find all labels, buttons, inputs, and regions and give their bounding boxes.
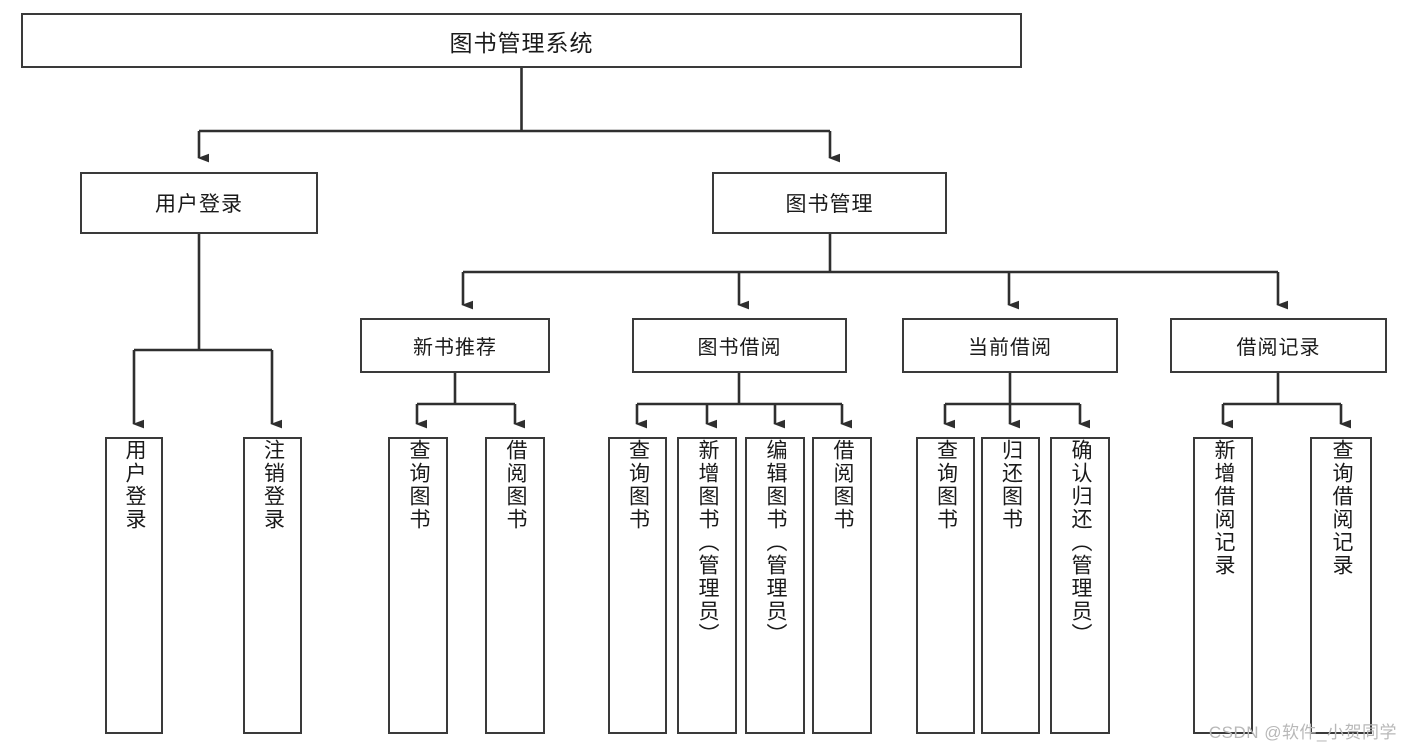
node-root-label: 图书管理系统 [449,29,594,56]
node-query-book-current-label: 查询图书 [934,439,958,531]
node-borrow-book[interactable]: 借阅图书 [812,437,872,734]
node-query-book-borrow-label: 查询图书 [626,439,650,531]
node-book-borrow[interactable]: 图书借阅 [632,318,847,373]
node-user-login-leaf-label: 用户登录 [123,439,147,531]
node-return-book-label: 归还图书 [999,439,1023,531]
node-add-book-admin[interactable]: 新增图书（管理员） [677,437,737,734]
node-query-book-rec[interactable]: 查询图书 [388,437,448,734]
node-book-manage-label: 图书管理 [785,193,874,216]
node-logout-leaf[interactable]: 注销登录 [243,437,302,734]
watermark: CSDN @软件_小贺同学 [1208,723,1397,742]
node-new-book-recommend-label: 新书推荐 [413,337,497,359]
node-borrow-record-label: 借阅记录 [1236,337,1321,359]
node-edit-book-admin[interactable]: 编辑图书（管理员） [745,437,805,734]
node-current-borrow-label: 当前借阅 [968,337,1052,359]
node-borrow-book-rec-label: 借阅图书 [504,439,528,531]
node-book-manage[interactable]: 图书管理 [712,172,947,234]
node-query-borrow-record[interactable]: 查询借阅记录 [1310,437,1372,734]
node-confirm-return-admin-label: 确认归还（管理员） [1069,439,1093,646]
node-return-book[interactable]: 归还图书 [981,437,1040,734]
node-query-borrow-record-label: 查询借阅记录 [1330,439,1354,577]
node-add-book-admin-label: 新增图书（管理员） [696,439,720,646]
node-borrow-book-label: 借阅图书 [831,439,855,531]
node-edit-book-admin-label: 编辑图书（管理员） [764,439,788,646]
node-query-book-current[interactable]: 查询图书 [916,437,975,734]
node-add-borrow-record-label: 新增借阅记录 [1212,439,1236,577]
node-query-book-borrow[interactable]: 查询图书 [608,437,667,734]
node-logout-leaf-label: 注销登录 [261,439,285,531]
node-user-login-leaf[interactable]: 用户登录 [105,437,163,734]
node-user-login-label: 用户登录 [155,193,243,216]
node-confirm-return-admin[interactable]: 确认归还（管理员） [1050,437,1110,734]
node-book-borrow-label: 图书借阅 [697,337,782,359]
node-user-login[interactable]: 用户登录 [80,172,318,234]
node-query-book-rec-label: 查询图书 [407,439,431,531]
node-current-borrow[interactable]: 当前借阅 [902,318,1118,373]
node-root[interactable]: 图书管理系统 [21,13,1022,68]
node-borrow-book-rec[interactable]: 借阅图书 [485,437,545,734]
node-add-borrow-record[interactable]: 新增借阅记录 [1193,437,1253,734]
node-new-book-recommend[interactable]: 新书推荐 [360,318,550,373]
node-borrow-record[interactable]: 借阅记录 [1170,318,1387,373]
